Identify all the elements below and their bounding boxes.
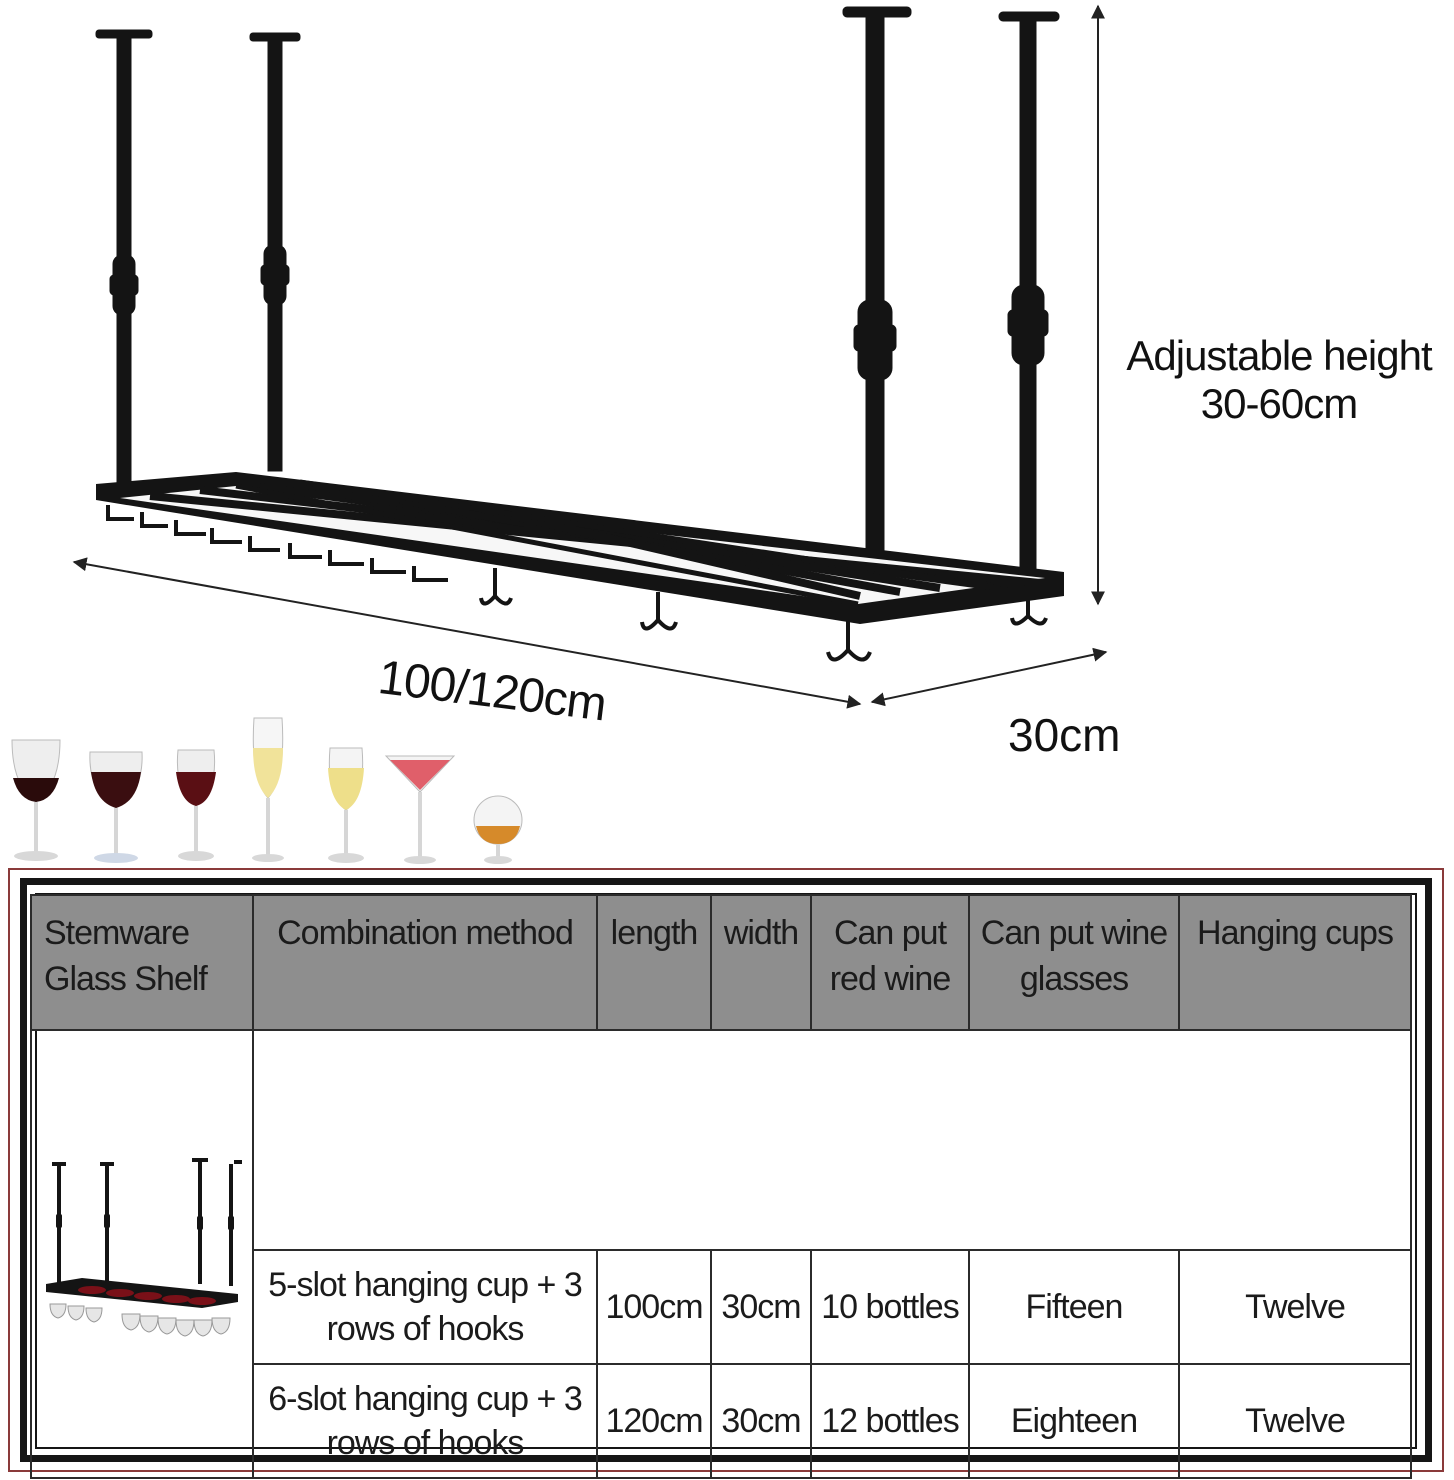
row1-length: 100cm <box>596 1249 712 1365</box>
hook-4 <box>1010 596 1048 626</box>
hook-1 <box>479 568 513 606</box>
glassware-row <box>11 717 523 864</box>
row2-width: 30cm <box>710 1363 812 1479</box>
row2-length: 120cm <box>596 1363 712 1479</box>
white-wine-glass-icon <box>328 747 364 863</box>
ceiling-rods <box>95 6 1060 618</box>
table-row: 5-slot hanging cup + 3 rows of hooks 100… <box>31 1249 1412 1365</box>
row1-width: 30cm <box>710 1249 812 1365</box>
height-label-line2: 30-60cm <box>1200 380 1358 427</box>
adjustable-height-label: Adjustable height 30-60cm <box>1106 332 1452 428</box>
table-row: 6-slot hanging cup + 3 rows of hooks 120… <box>31 1363 1412 1479</box>
rod-back-right <box>998 11 1060 582</box>
rod-front-right <box>842 6 912 618</box>
row2-combination: 6-slot hanging cup + 3 rows of hooks <box>252 1363 598 1479</box>
length-dimension-arrow <box>72 557 862 709</box>
row1-red-wine: 10 bottles <box>810 1249 970 1365</box>
wine-glass-icon <box>176 749 216 861</box>
row1-wine-glasses: Fifteen <box>968 1249 1180 1365</box>
header-length: length <box>596 894 712 1031</box>
product-thumbnail-image <box>46 1158 242 1337</box>
wine-glass-icon <box>11 739 61 861</box>
row1-combination: 5-slot hanging cup + 3 rows of hooks <box>252 1249 598 1365</box>
spec-table-frame: Stemware Glass Shelf Combination method … <box>8 868 1444 1479</box>
spec-table: Stemware Glass Shelf Combination method … <box>30 894 1412 1479</box>
brandy-snifter-icon <box>473 795 523 864</box>
header-stemware-glass-shelf: Stemware Glass Shelf <box>30 894 254 1031</box>
rod-back-left <box>249 32 301 472</box>
champagne-flute-icon <box>252 717 284 862</box>
height-label-line1: Adjustable height <box>1126 332 1432 379</box>
rack-tray <box>96 472 1064 624</box>
martini-glass-icon <box>384 755 456 864</box>
table-empty-area <box>252 1029 1412 1251</box>
table-spacer-row <box>30 1029 1412 1479</box>
row2-red-wine: 12 bottles <box>810 1363 970 1479</box>
row1-hanging-cups: Twelve <box>1178 1249 1412 1365</box>
width-dimension-label: 30cm <box>1008 709 1121 761</box>
width-dimension-arrow <box>870 647 1108 707</box>
hook-2 <box>640 592 678 631</box>
row2-hanging-cups: Twelve <box>1178 1363 1412 1479</box>
header-combination-method: Combination method <box>252 894 598 1031</box>
hanging-rack-drawing <box>11 4 1108 864</box>
header-hanging-cups: Hanging cups <box>1178 894 1412 1031</box>
hook-3 <box>826 618 872 662</box>
table-header-row: Stemware Glass Shelf Combination method … <box>30 894 1412 1031</box>
header-width: width <box>710 894 812 1031</box>
header-red-wine: Can put red wine <box>810 894 970 1031</box>
product-thumbnail-cell <box>30 1029 254 1479</box>
row2-wine-glasses: Eighteen <box>968 1363 1180 1479</box>
wine-glass-icon <box>89 751 143 863</box>
product-illustration: Adjustable height 30-60cm 100/120cm 30cm <box>11 4 1452 864</box>
header-wine-glasses: Can put wine glasses <box>968 894 1180 1031</box>
rod-front-left <box>95 29 153 489</box>
